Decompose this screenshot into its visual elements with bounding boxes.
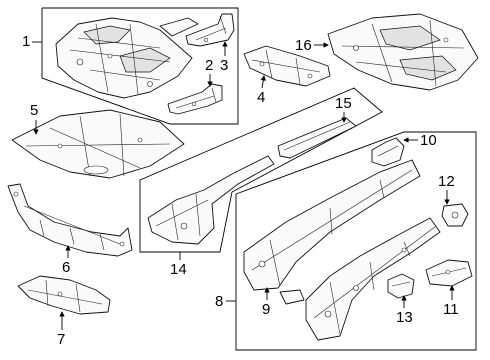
- group-box-1: [41, 7, 239, 125]
- callout-label-8: 8: [215, 293, 223, 310]
- callout-7: 7: [57, 311, 65, 348]
- part-13-bracket: [387, 273, 415, 299]
- callout-1: 1: [22, 33, 42, 50]
- callout-label-15: 15: [335, 95, 352, 112]
- callout-15: 15: [335, 95, 352, 123]
- callout-label-7: 7: [57, 331, 65, 348]
- callout-11: 11: [443, 285, 459, 318]
- part-4-crossmember: [243, 45, 331, 87]
- callout-10: 10: [403, 132, 437, 149]
- callout-8: 8: [215, 293, 236, 310]
- part-12-cap: [441, 203, 469, 227]
- callout-9: 9: [262, 287, 270, 318]
- callout-label-14: 14: [170, 261, 187, 278]
- callout-label-11: 11: [443, 301, 459, 318]
- callout-label-10: 10: [420, 132, 437, 149]
- callout-label-6: 6: [62, 259, 70, 276]
- callout-label-12: 12: [438, 173, 455, 190]
- part-14-side-sill: [147, 155, 275, 245]
- part-11-plate: [425, 259, 473, 287]
- callout-label-3: 3: [220, 57, 228, 74]
- callout-label-4: 4: [257, 89, 265, 106]
- callout-label-5: 5: [30, 102, 38, 119]
- part-7-bracket: [17, 275, 111, 315]
- group-box-14: [139, 87, 383, 253]
- front-floor-pan: [55, 17, 199, 99]
- part-8-rear-frame: [243, 159, 441, 341]
- part-16-rear-floor-pan: [327, 13, 479, 91]
- callout-label-9: 9: [262, 301, 270, 318]
- callout-label-2: 2: [205, 57, 213, 74]
- part-6-cross-rail: [7, 183, 133, 257]
- group-box-8: [235, 131, 477, 351]
- part-3-bracket: [185, 13, 235, 47]
- callout-4: 4: [257, 75, 266, 106]
- callout-13: 13: [396, 295, 413, 326]
- callout-3: 3: [220, 41, 228, 74]
- callout-label-1: 1: [22, 33, 30, 50]
- callout-5: 5: [30, 102, 39, 135]
- callout-label-16: 16: [295, 37, 312, 54]
- callout-16: 16: [295, 37, 329, 54]
- part-5-floor-pan: [11, 109, 185, 179]
- part-2-bracket: [167, 83, 223, 115]
- callout-6: 6: [62, 245, 71, 276]
- callout-12: 12: [438, 173, 455, 205]
- part-15-rail: [277, 117, 357, 159]
- callout-14: 14: [170, 252, 187, 278]
- part-10-bracket: [371, 137, 405, 167]
- callout-label-13: 13: [396, 309, 413, 326]
- callout-2: 2: [205, 57, 213, 87]
